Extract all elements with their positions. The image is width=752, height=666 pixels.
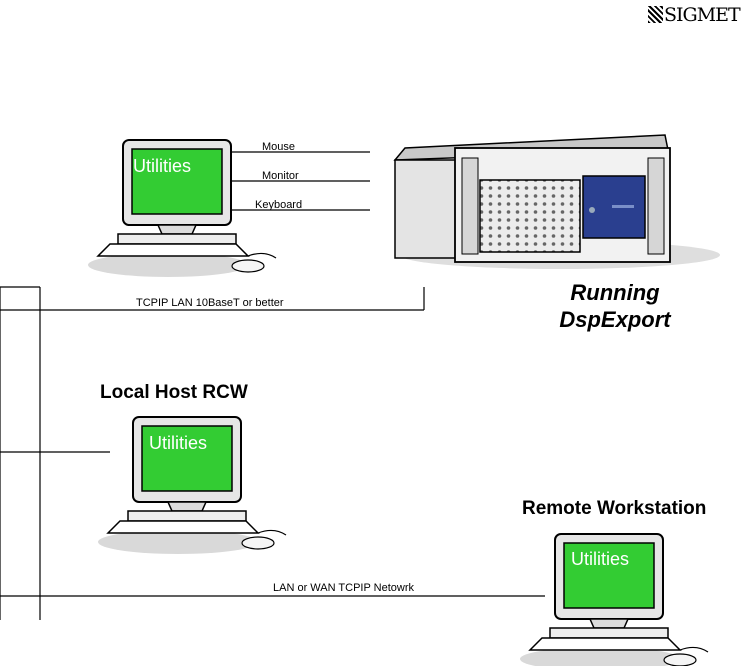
lan-label: TCPIP LAN 10BaseT or better xyxy=(136,297,284,309)
screen-label-local: Utilities xyxy=(149,433,207,454)
rack-server-icon xyxy=(395,135,720,269)
monitor-label: Monitor xyxy=(262,170,299,182)
server-caption-line1: Running xyxy=(545,279,685,306)
remote-workstation-title: Remote Workstation xyxy=(522,498,706,520)
logo-text: SIGMET xyxy=(664,4,740,26)
server-caption-line2: DspExport xyxy=(545,306,685,333)
screen-label-remote: Utilities xyxy=(571,549,629,570)
wan-label: LAN or WAN TCPIP Netowrk xyxy=(273,582,414,594)
mouse-label: Mouse xyxy=(262,141,295,153)
keyboard-label: Keyboard xyxy=(255,199,302,211)
server-caption: Running DspExport xyxy=(545,279,685,333)
sigmet-logo: SIGMET xyxy=(648,4,740,26)
logo-mark-icon xyxy=(648,6,663,23)
local-host-title: Local Host RCW xyxy=(100,382,248,404)
network-lines xyxy=(0,287,545,620)
screen-label-console: Utilities xyxy=(133,156,191,177)
